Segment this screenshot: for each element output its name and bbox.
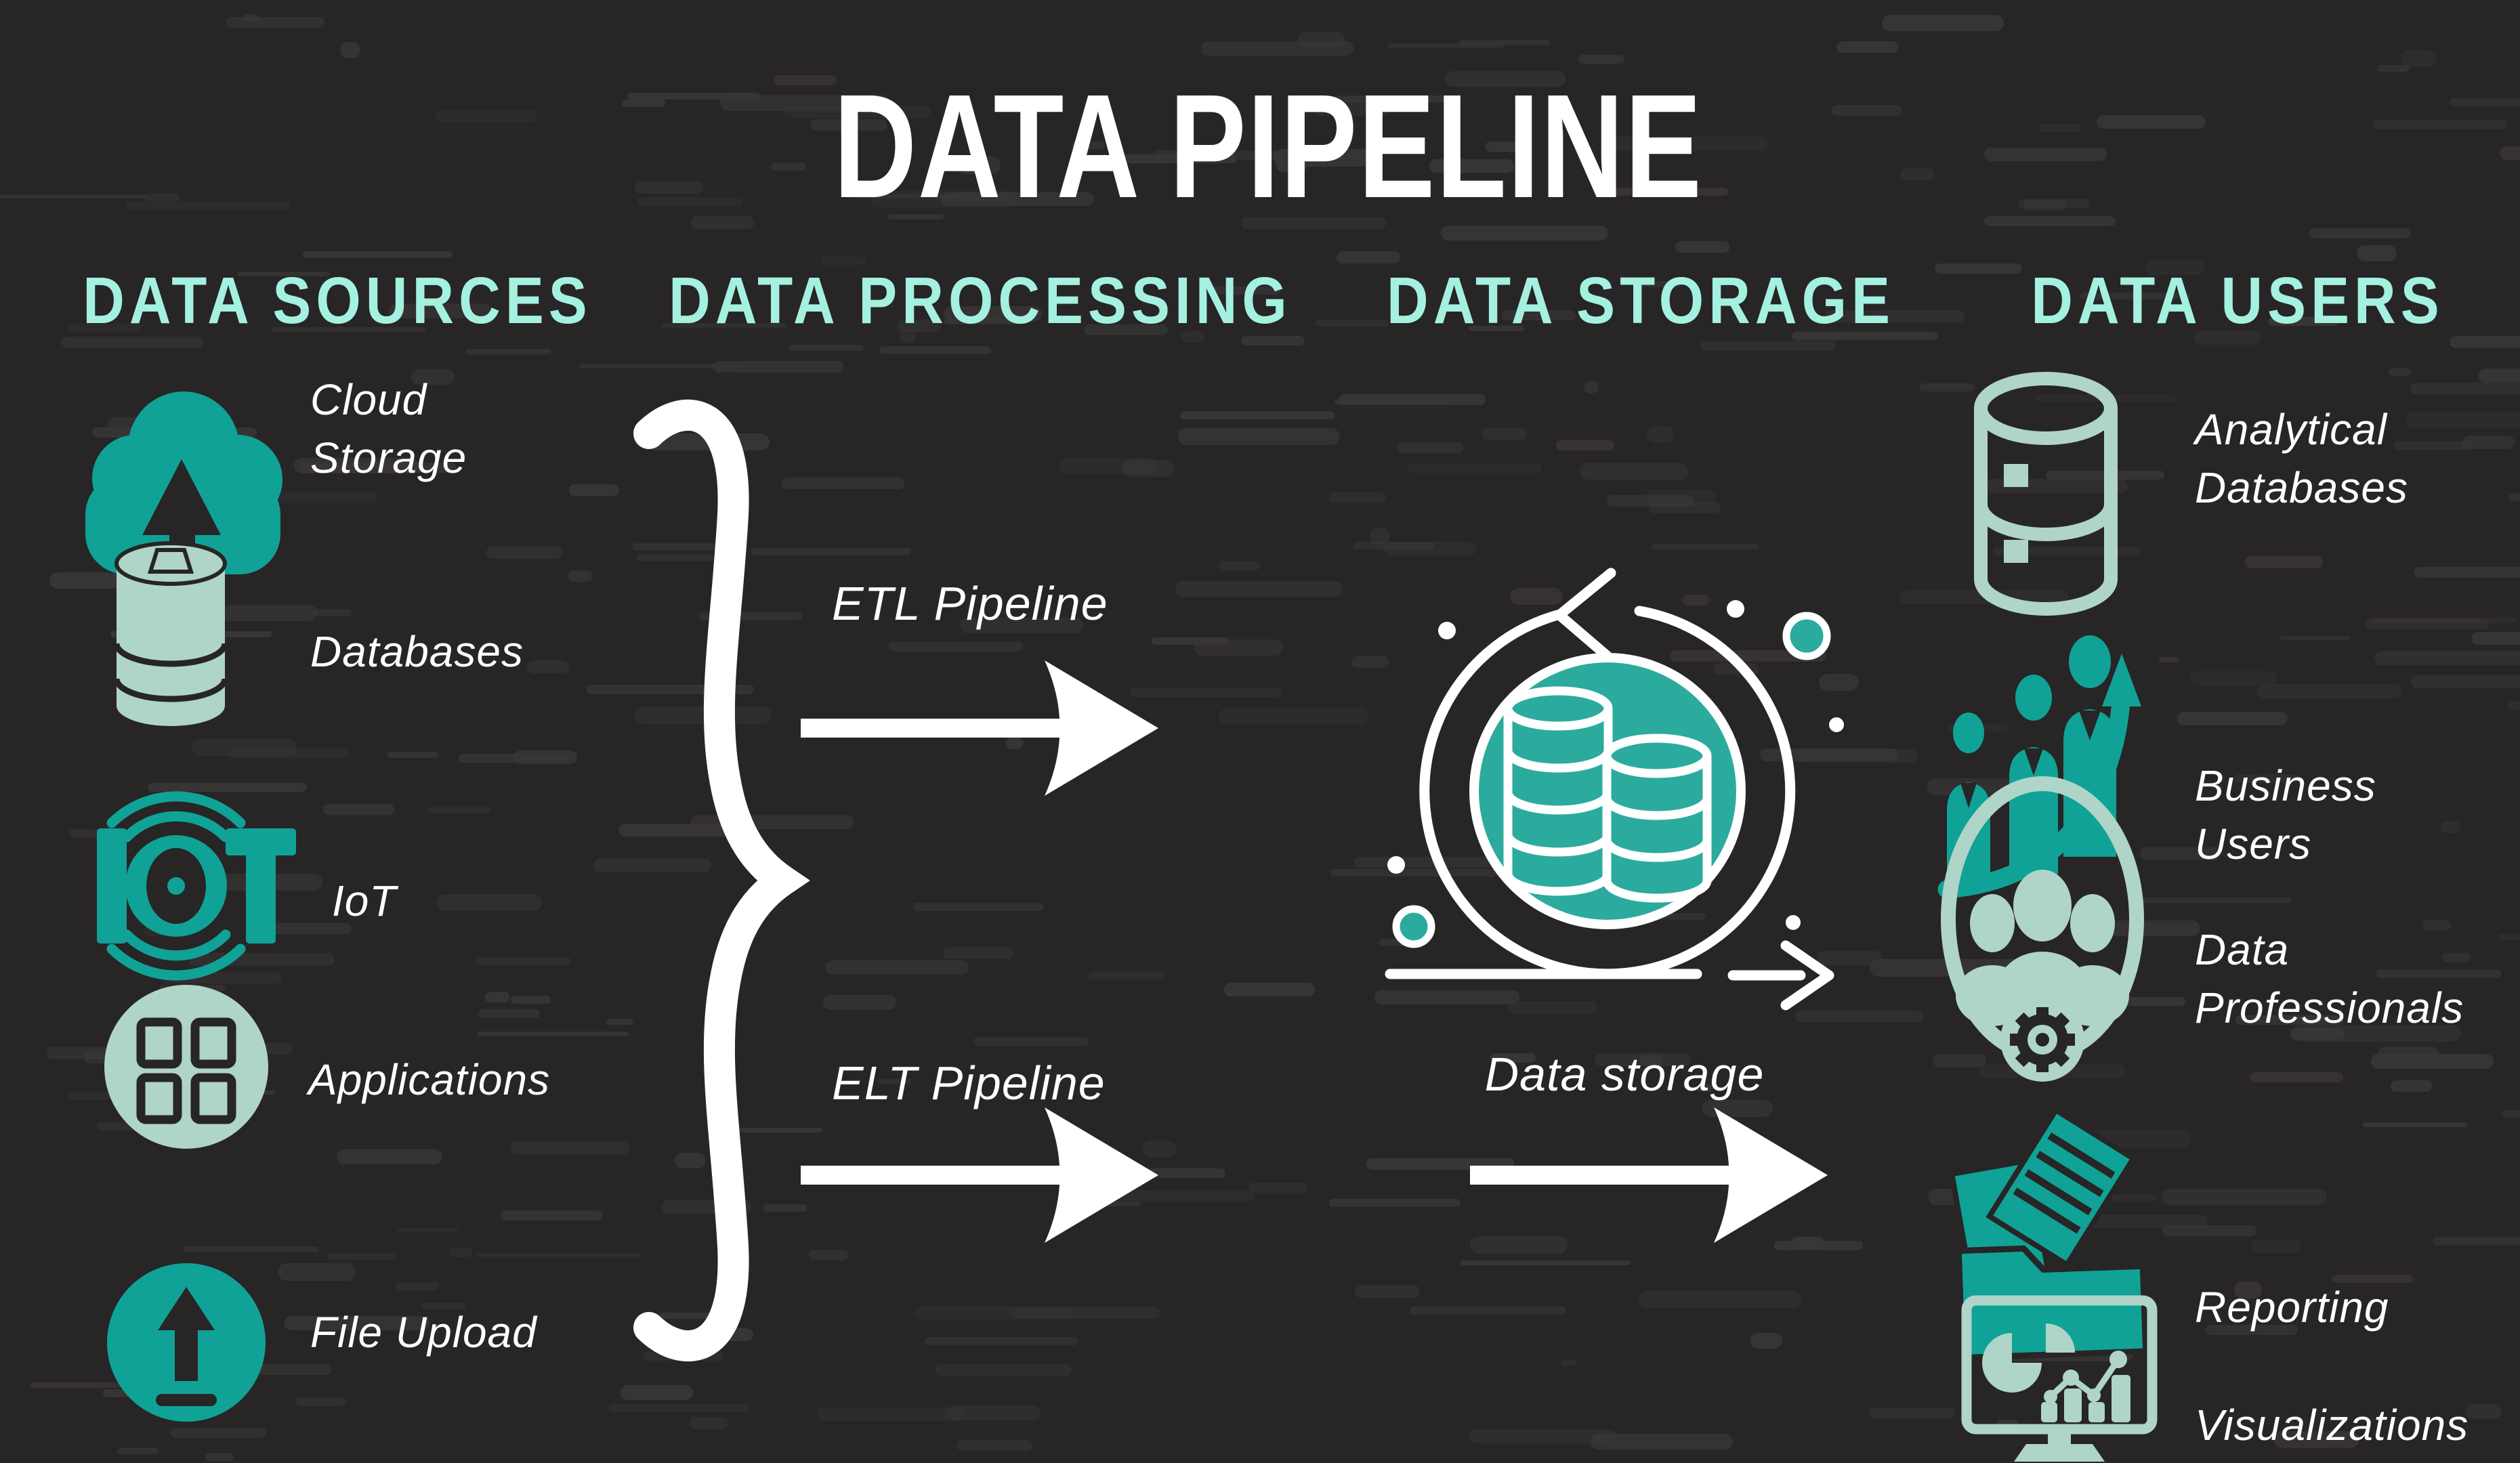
brace <box>633 399 810 1362</box>
storage-label: Data storage <box>1484 1048 1765 1101</box>
source-label-file-upload: File Upload <box>310 1308 537 1357</box>
data-storage-cycle-icon <box>1385 568 1844 1011</box>
flow-label-etl: ETL Pipeline <box>832 577 1108 630</box>
column-header-data-storage: DATA STORAGE <box>1387 263 1895 337</box>
column-header-data-users: DATA USERS <box>2031 263 2444 337</box>
source-label-applications: Applications <box>308 1055 551 1104</box>
flow-label-elt: ELT Pipeline <box>832 1057 1106 1109</box>
database-icon <box>113 541 228 726</box>
source-label-iot: IoT <box>332 876 397 925</box>
user-label-reporting: Reporting <box>2195 1283 2389 1332</box>
elt-arrow <box>801 1107 1158 1243</box>
user-label-data-professionals: Data Professionals <box>2195 925 2464 1032</box>
user-label-analytical-databases: Analytical Databases <box>2195 405 2408 512</box>
user-label-visualizations: Visualizations <box>2195 1401 2469 1449</box>
column-header-data-sources: DATA SOURCES <box>83 263 592 337</box>
iot-icon <box>97 791 296 981</box>
source-label-cloud-storage: Cloud Storage <box>310 375 467 482</box>
column-header-data-processing: DATA PROCESSING <box>669 263 1292 337</box>
source-label-databases: Databases <box>310 627 524 676</box>
reporting-folder-icon <box>1948 1106 2149 1361</box>
analytical-database-icon <box>1974 372 2118 616</box>
user-label-business-users: Business Users <box>2195 761 2376 868</box>
page-title: DATA PIPELINE <box>833 64 1703 229</box>
applications-grid-icon <box>104 985 268 1149</box>
storage-output-arrow <box>1470 1107 1828 1243</box>
visualizations-monitor-icon <box>1961 1295 2158 1462</box>
etl-arrow <box>801 660 1158 796</box>
file-upload-icon <box>107 1263 266 1422</box>
data-professionals-icon <box>1941 776 2144 1082</box>
